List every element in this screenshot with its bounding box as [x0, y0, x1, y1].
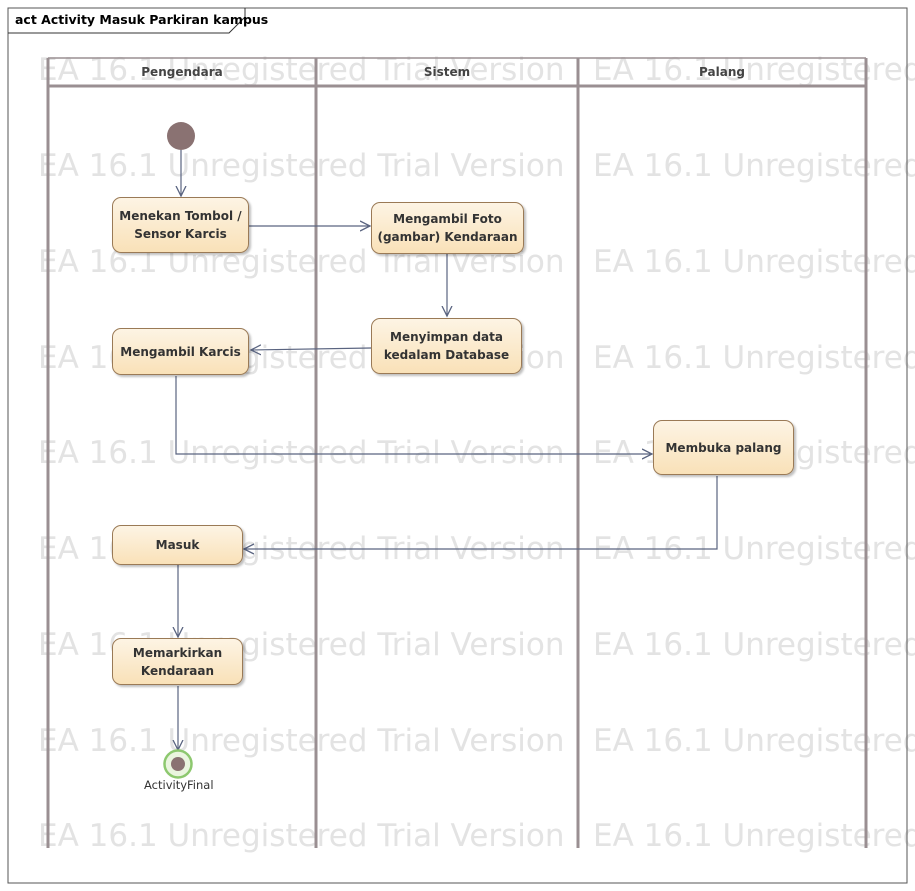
swimlanes: Pengendara Sistem Palang — [46, 57, 868, 848]
watermark-text: EA 16.1 Unregistered Trial Version — [593, 244, 915, 280]
watermark-text: EA 16.1 Unregistered Trial Version — [593, 818, 915, 854]
control-flows — [175, 150, 718, 750]
activity-final-label: ActivityFinal — [144, 778, 214, 792]
frame-title-tab — [8, 8, 246, 34]
initial-node[interactable] — [167, 122, 195, 150]
action-mengambil-karcis[interactable]: Mengambil Karcis — [112, 328, 249, 375]
action-masuk[interactable]: Masuk — [112, 525, 243, 565]
frame-title: act Activity Masuk Parkiran kampus — [15, 12, 268, 27]
action-mengambil-foto-kendaraan[interactable]: Mengambil Foto (gambar) Kendaraan — [371, 202, 524, 254]
watermark-text: EA 16.1 Unregistered Trial Version — [593, 340, 915, 376]
flow-simpan-to-karcis — [251, 348, 372, 350]
diagram-frame — [7, 7, 908, 884]
lane-title-sistem: Sistem — [424, 65, 470, 79]
flow-karcis-to-palang — [175, 376, 652, 454]
watermark-text: EA 16.1 Unregistered Trial Version — [593, 723, 915, 759]
watermark-text: EA 16.1 Unregistered Trial Version — [38, 148, 565, 184]
watermark-text: EA 16.1 Unregistered Trial Version — [593, 148, 915, 184]
lane-title-palang: Palang — [699, 65, 745, 79]
watermark-text: EA 16.1 Unregistered Trial Version — [38, 435, 565, 471]
watermark-text: EA 16.1 Unregistered Trial Version — [38, 818, 565, 854]
flow-palang-to-masuk — [244, 476, 718, 549]
activity-final-node[interactable] — [163, 749, 193, 779]
watermark-text: EA 16.1 Unregistered Trial Version — [38, 723, 565, 759]
action-menyimpan-data-database[interactable]: Menyimpan data kedalam Database — [371, 318, 522, 374]
action-menekan-tombol-sensor-karcis[interactable]: Menekan Tombol / Sensor Karcis — [112, 197, 249, 253]
final-node-core — [171, 757, 185, 771]
action-memarkirkan-kendaraan[interactable]: Memarkirkan Kendaraan — [112, 638, 243, 685]
action-membuka-palang[interactable]: Membuka palang — [653, 420, 794, 475]
watermark-text: EA 16.1 Unregistered Trial Version — [593, 627, 915, 663]
lane-title-pengendara: Pengendara — [141, 65, 222, 79]
